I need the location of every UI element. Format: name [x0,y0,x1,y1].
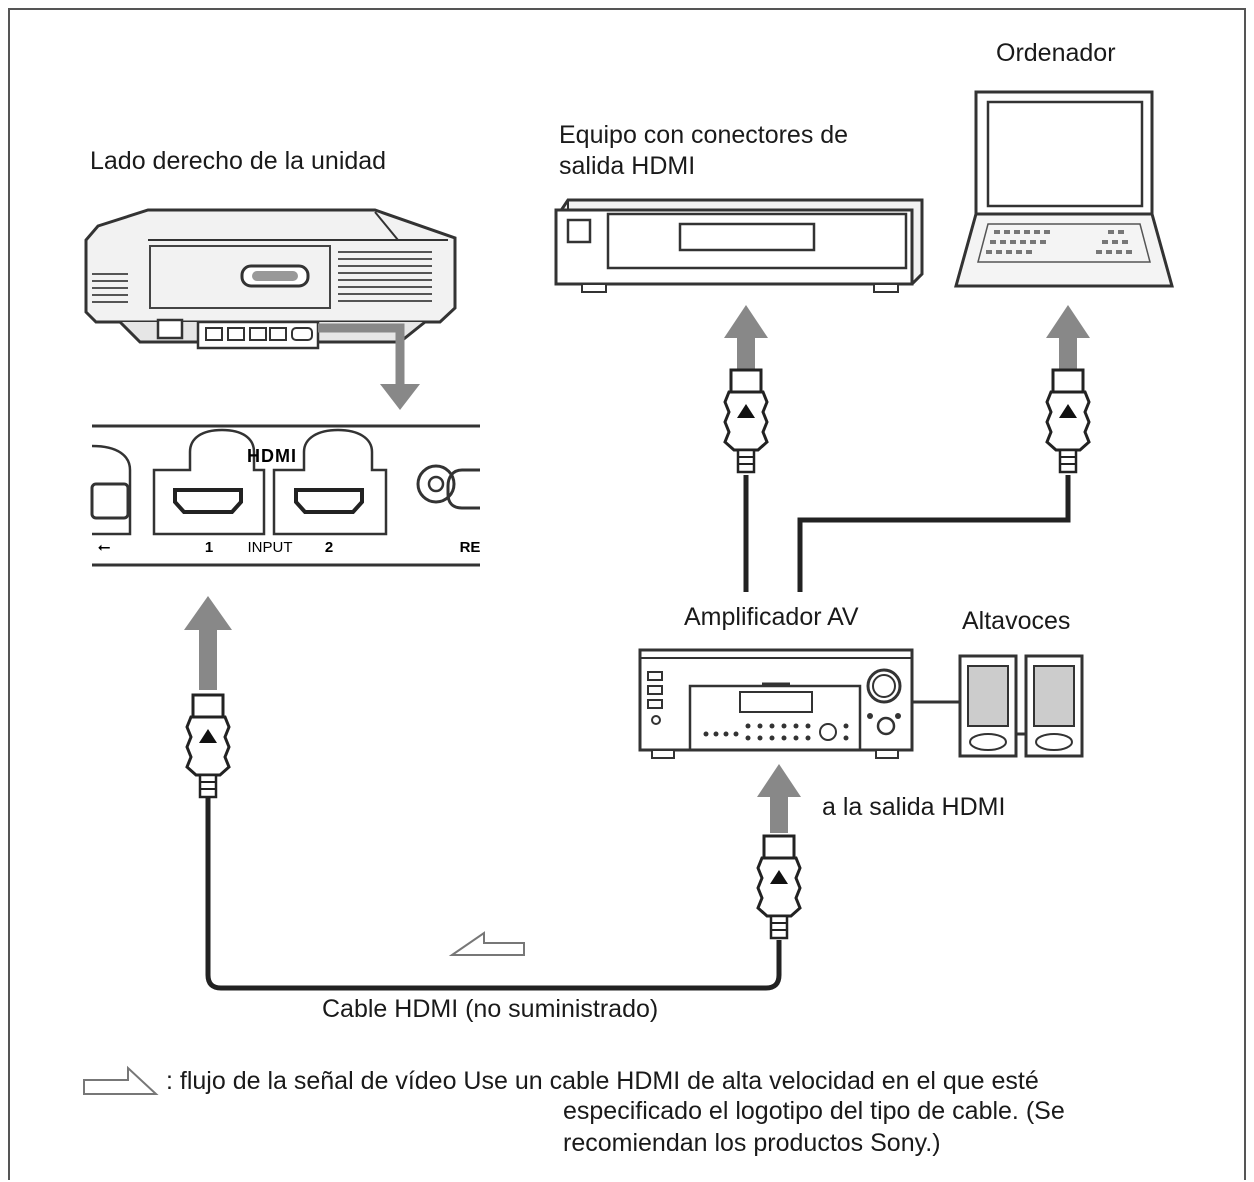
hdmi-cables [205,475,1071,991]
projector-side-label: Lado derecho de la unidad [90,147,387,175]
legend-flow-symbol [83,1065,159,1095]
legend-line-1: : flujo de la señal de vídeo Use un cabl… [166,1067,1039,1095]
hdmi-plug-computer [1045,368,1091,474]
hdmi-input-panel: HDMI ⭠ 1 INPUT 2 RE [90,424,481,567]
input-label: INPUT [248,539,293,556]
legend-line-3: recomiendan los productos Sony.) [563,1129,941,1157]
usb-icon: ⭠ [98,539,111,556]
speakers-label: Altavoces [962,607,1071,635]
legend-line-2: especificado el logotipo del tipo de cab… [563,1097,1065,1125]
diagram-frame [8,8,1246,1180]
signal-arrows [184,305,1090,833]
hdmi-equipment-label-line2: salida HDMI [559,152,696,180]
video-flow-symbol [448,931,525,956]
port-2-label: 2 [325,539,333,556]
computer-label: Ordenador [996,39,1116,67]
projector-illustration [84,208,457,410]
av-amplifier-illustration [638,648,914,759]
speakers-illustration [912,654,1084,758]
hdmi-logo: HDMI [247,446,297,466]
hdmi-cable-label: Cable HDMI (no suministrado) [322,995,659,1023]
port-1-label: 1 [205,539,213,556]
av-amplifier-label: Amplificador AV [684,603,859,631]
computer-illustration [954,90,1174,288]
to-hdmi-output-label: a la salida HDMI [822,793,1006,821]
hdmi-equipment-illustration [554,198,924,293]
hdmi-plug-projector [185,693,231,799]
rs-label: RE [460,539,481,556]
hdmi-plug-amplifier [756,834,802,940]
hdmi-equipment-label-line1: Equipo con conectores de [559,121,849,149]
hdmi-plug-equipment [723,368,769,474]
